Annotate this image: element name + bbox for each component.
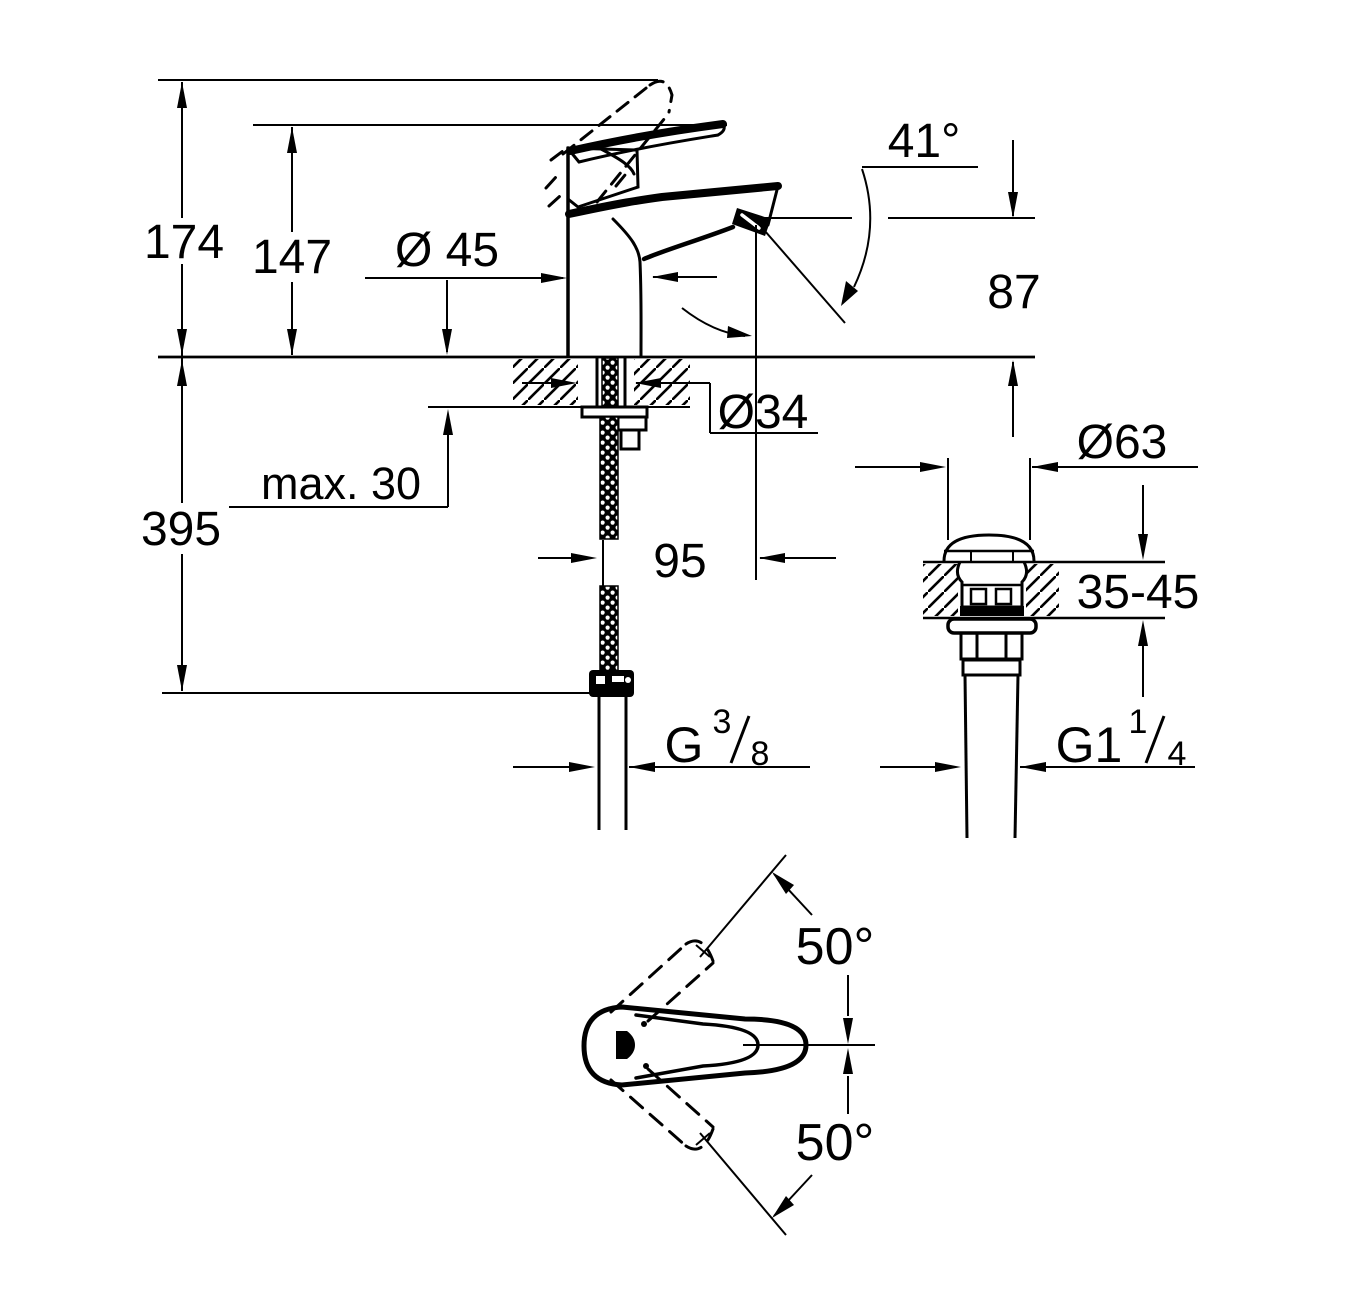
dimension-arrowheads xyxy=(177,82,1148,1218)
dim-label-counter-range: 35-45 xyxy=(1077,566,1200,619)
dim-label-supply-thread-denominator: 8 xyxy=(751,735,770,773)
dim-label-overall-height: 174 xyxy=(144,216,224,269)
dashed-raised-handle xyxy=(544,79,674,208)
handle-top-view xyxy=(581,939,809,1151)
dim-label-max-thickness: max. 30 xyxy=(261,458,421,509)
dim-label-supply-thread-numerator: 3 xyxy=(713,703,732,741)
dim-label-swivel-up: 50° xyxy=(796,918,875,976)
dim-label-hose-length: 395 xyxy=(141,503,221,556)
dim-label-outlet-height: 87 xyxy=(987,266,1040,319)
dimension-lines xyxy=(158,79,1198,1236)
dim-label-supply-thread: G xyxy=(665,717,704,773)
dim-label-tip-height: 147 xyxy=(252,231,332,284)
faucet-front-view xyxy=(544,79,782,358)
dim-label-waste-thread-numerator: 1 xyxy=(1129,703,1148,741)
supply-hose-assembly xyxy=(580,357,649,830)
dim-label-spout-angle: 41° xyxy=(888,115,961,168)
dim-label-waste-diameter: Ø63 xyxy=(1077,416,1168,469)
dim-label-swivel-down: 50° xyxy=(796,1114,875,1172)
dim-label-base-diameter: Ø 45 xyxy=(395,224,499,277)
dim-label-waste-thread: G1 xyxy=(1056,717,1123,773)
dim-label-hole-diameter: Ø34 xyxy=(718,386,809,439)
dim-label-waste-thread-denominator: 4 xyxy=(1168,735,1187,773)
dim-label-reach: 95 xyxy=(653,535,706,588)
dashed-swivel-handles xyxy=(609,939,715,1151)
dimension-labels: 174 147 Ø 45 41° 87 Ø34 max. 30 395 95 Ø… xyxy=(133,115,1199,1172)
popup-waste-view xyxy=(942,533,1038,839)
